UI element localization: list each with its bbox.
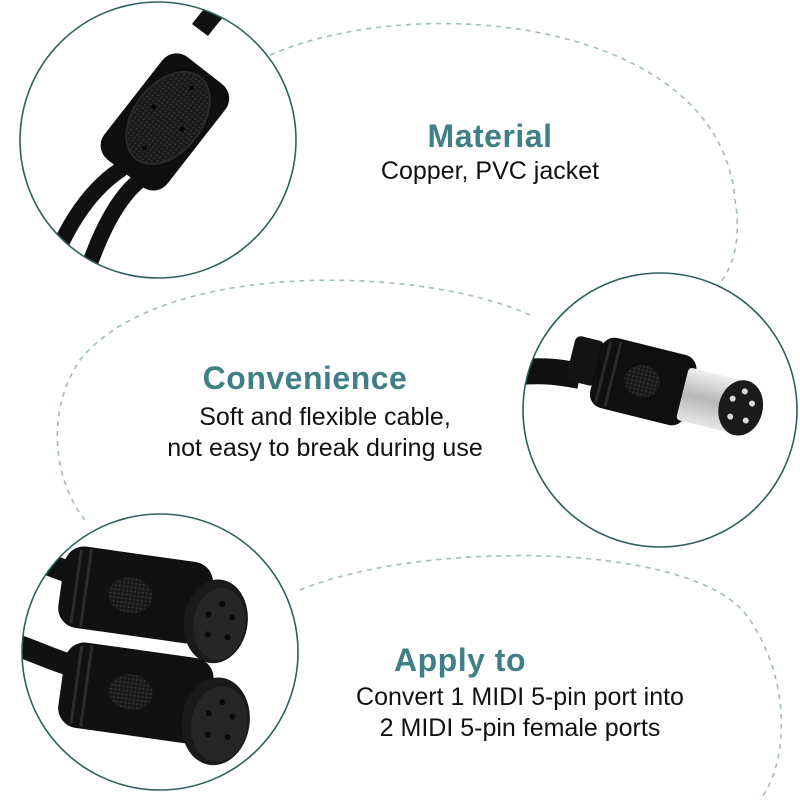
- dashed-curve-bottom: [299, 554, 783, 800]
- feature-description: 2 MIDI 5-pin female ports: [379, 714, 661, 742]
- feature-heading: Material: [427, 118, 553, 154]
- dashed-curve-top: [269, 22, 739, 301]
- feature-description: Soft and flexible cable,: [199, 403, 451, 431]
- midi-male-plug-icon: [522, 272, 798, 548]
- dashed-connector-lines: [56, 22, 783, 800]
- feature-heading: Convenience: [202, 360, 408, 396]
- feature-description: not easy to break during use: [167, 434, 483, 462]
- y-splitter-icon: [19, 1, 297, 279]
- feature-description: Copper, PVC jacket: [380, 157, 600, 185]
- feature-apply-to: Apply to Convert 1 MIDI 5-pin port into …: [300, 642, 740, 743]
- dashed-curve-middle: [56, 279, 531, 521]
- feature-description: Convert 1 MIDI 5-pin port into: [356, 683, 684, 711]
- midi-female-jack-icon: [21, 513, 299, 791]
- feature-heading: Apply to: [394, 642, 526, 678]
- feature-convenience: Convenience Soft and flexible cable, not…: [110, 360, 540, 463]
- feature-material: Material Copper, PVC jacket: [300, 118, 680, 186]
